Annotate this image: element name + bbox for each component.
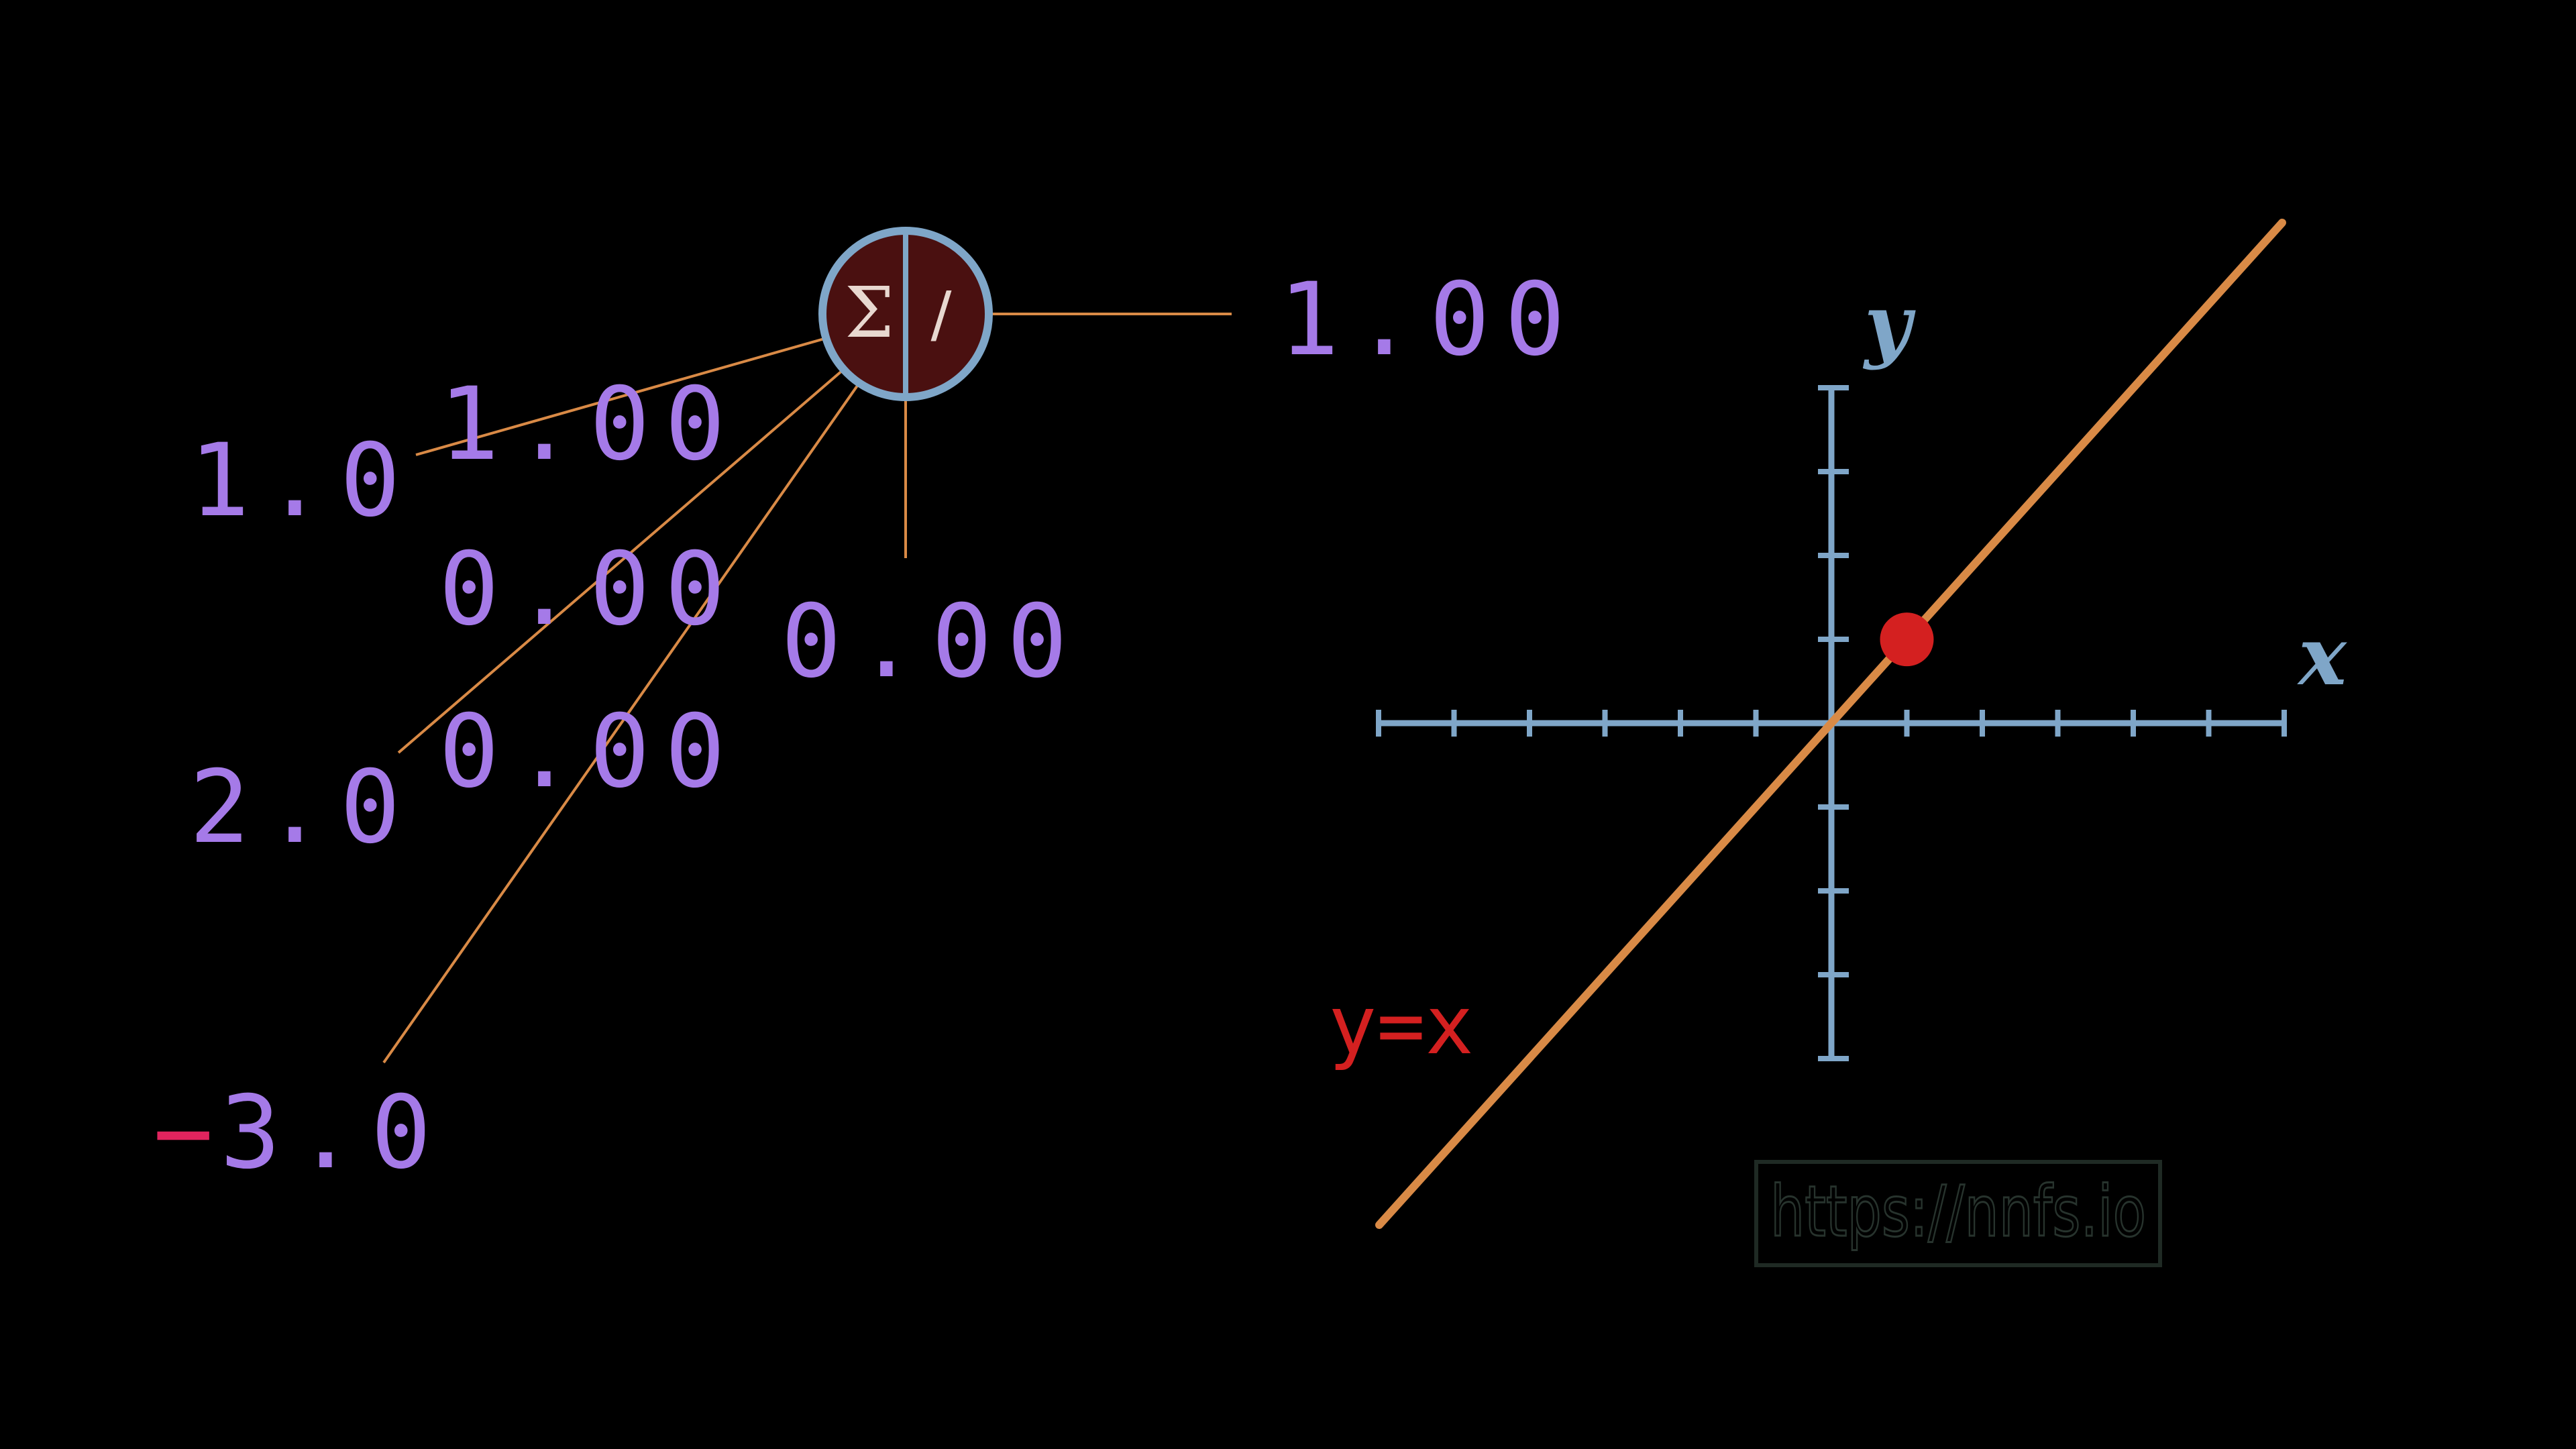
output-value: 1.00 <box>1279 262 1580 378</box>
axis-ticks <box>1376 385 2287 1061</box>
connection-input-2 <box>397 369 844 754</box>
connection-input-3 <box>382 384 859 1064</box>
input-3-sign: − <box>153 1075 213 1191</box>
bias-value: 0.00 <box>781 584 1082 700</box>
weight-2: 0.00 <box>439 531 740 648</box>
neuron-weights: 1.00 0.00 0.00 <box>439 366 740 810</box>
watermark: https://nnfs.io <box>1754 1160 2162 1267</box>
input-3-value: 3.0 <box>220 1075 446 1191</box>
activation-symbol: / <box>931 278 952 350</box>
connection-input-1 <box>415 337 827 456</box>
input-2-value: 2.0 <box>189 749 415 866</box>
y-axis-label: y <box>1862 277 1916 372</box>
function-line <box>1375 219 2286 1229</box>
sum-symbol: Σ <box>845 272 894 354</box>
function-point <box>1880 612 1934 667</box>
x-axis-label: x <box>2296 609 2347 704</box>
function-graph: y x y=x <box>1328 219 2347 1229</box>
neuron-connections <box>382 313 1232 1064</box>
input-1-value: 1.0 <box>189 423 415 539</box>
neuron: Σ / <box>818 227 993 401</box>
weight-1: 1.00 <box>439 366 740 483</box>
watermark-text: https://nnfs.io <box>1770 1171 2146 1252</box>
weight-3: 0.00 <box>439 694 740 810</box>
function-label: y=x <box>1328 979 1474 1073</box>
watermark-box <box>1754 1160 2162 1267</box>
neuron-inputs: 1.0 2.0 − 3.0 <box>153 423 446 1191</box>
